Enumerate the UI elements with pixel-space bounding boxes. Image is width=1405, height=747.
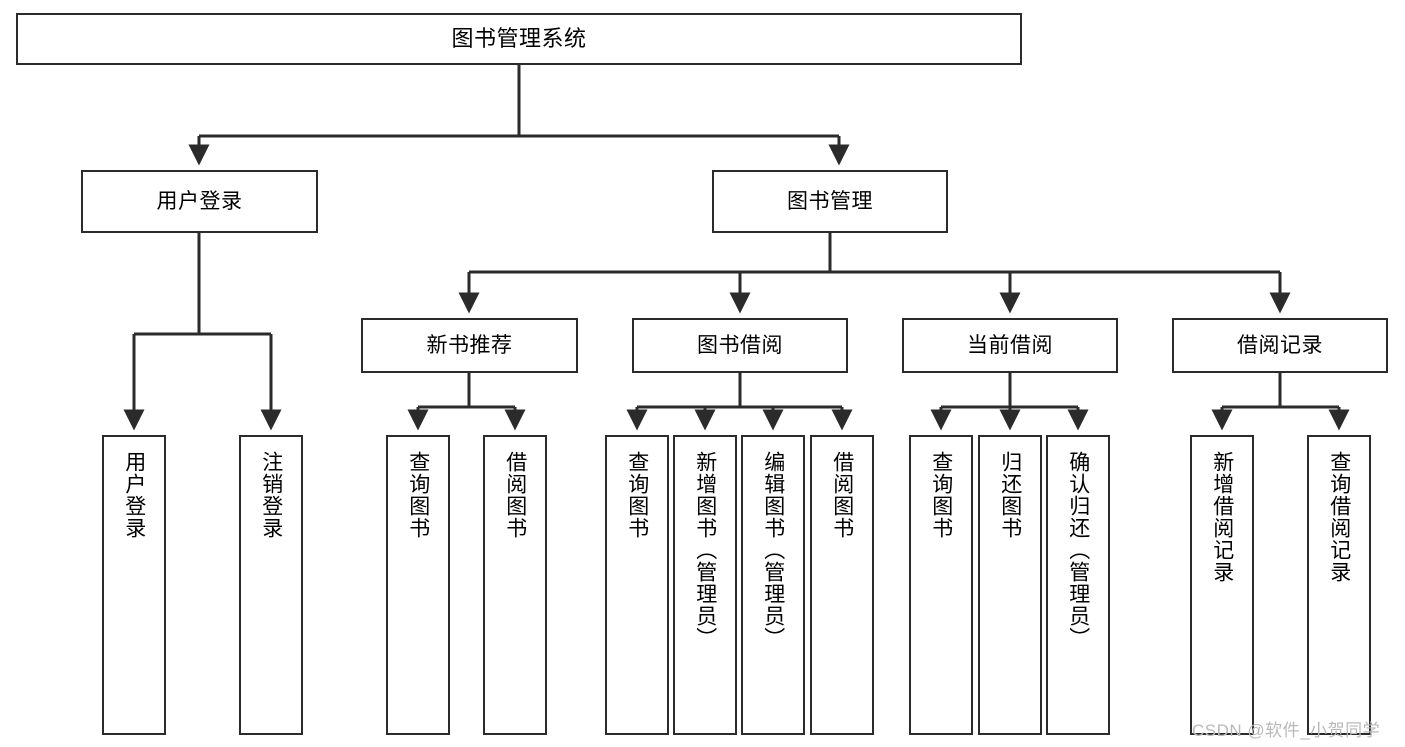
leaf-user-login[interactable]: 用户登录 xyxy=(102,435,166,735)
node-label: 新增借阅记录 xyxy=(1210,451,1234,583)
node-label: 归还图书 xyxy=(998,451,1022,539)
leaf-query-book-1[interactable]: 查询图书 xyxy=(386,435,450,735)
node-label: 借阅记录 xyxy=(1237,333,1323,357)
node-book-borrow[interactable]: 图书借阅 xyxy=(632,318,848,373)
node-borrow-record[interactable]: 借阅记录 xyxy=(1172,318,1388,373)
leaf-return-book[interactable]: 归还图书 xyxy=(978,435,1042,735)
node-label: 查询借阅记录 xyxy=(1327,451,1351,583)
leaf-borrow-book-1[interactable]: 借阅图书 xyxy=(483,435,547,735)
node-label: 图书管理 xyxy=(787,189,873,213)
leaf-edit-book[interactable]: 编辑图书（管理员） xyxy=(741,435,805,735)
node-label: 借阅图书 xyxy=(830,451,854,539)
node-book-management[interactable]: 图书管理 xyxy=(712,170,948,233)
node-label: 借阅图书 xyxy=(503,451,527,539)
leaf-query-book-3[interactable]: 查询图书 xyxy=(909,435,973,735)
node-label: 查询图书 xyxy=(406,451,430,539)
leaf-query-record[interactable]: 查询借阅记录 xyxy=(1307,435,1371,735)
leaf-logout-login[interactable]: 注销登录 xyxy=(239,435,303,735)
node-label: 查询图书 xyxy=(929,451,953,539)
leaf-add-record[interactable]: 新增借阅记录 xyxy=(1190,435,1254,735)
csdn-watermark: CSDN @软件_小贺同学 xyxy=(1192,721,1381,740)
node-new-book-recommend[interactable]: 新书推荐 xyxy=(361,318,578,373)
node-label: 注销登录 xyxy=(259,451,283,539)
node-label: 用户登录 xyxy=(156,189,243,213)
leaf-borrow-book-2[interactable]: 借阅图书 xyxy=(810,435,874,735)
node-label: 用户登录 xyxy=(122,451,146,539)
node-label: 新书推荐 xyxy=(426,333,513,357)
leaf-add-book[interactable]: 新增图书（管理员） xyxy=(673,435,737,735)
node-label: 编辑图书（管理员） xyxy=(761,451,785,649)
node-root-system[interactable]: 图书管理系统 xyxy=(16,13,1022,65)
node-user-login[interactable]: 用户登录 xyxy=(81,170,318,233)
node-label: 确认归还（管理员） xyxy=(1066,451,1090,649)
node-current-borrow[interactable]: 当前借阅 xyxy=(902,318,1118,373)
leaf-confirm-return[interactable]: 确认归还（管理员） xyxy=(1046,435,1110,735)
node-label: 新增图书（管理员） xyxy=(693,451,717,649)
node-label: 图书管理系统 xyxy=(451,25,587,51)
node-label: 图书借阅 xyxy=(697,333,783,357)
node-label: 当前借阅 xyxy=(967,333,1053,357)
leaf-query-book-2[interactable]: 查询图书 xyxy=(605,435,669,735)
node-label: 查询图书 xyxy=(625,451,649,539)
